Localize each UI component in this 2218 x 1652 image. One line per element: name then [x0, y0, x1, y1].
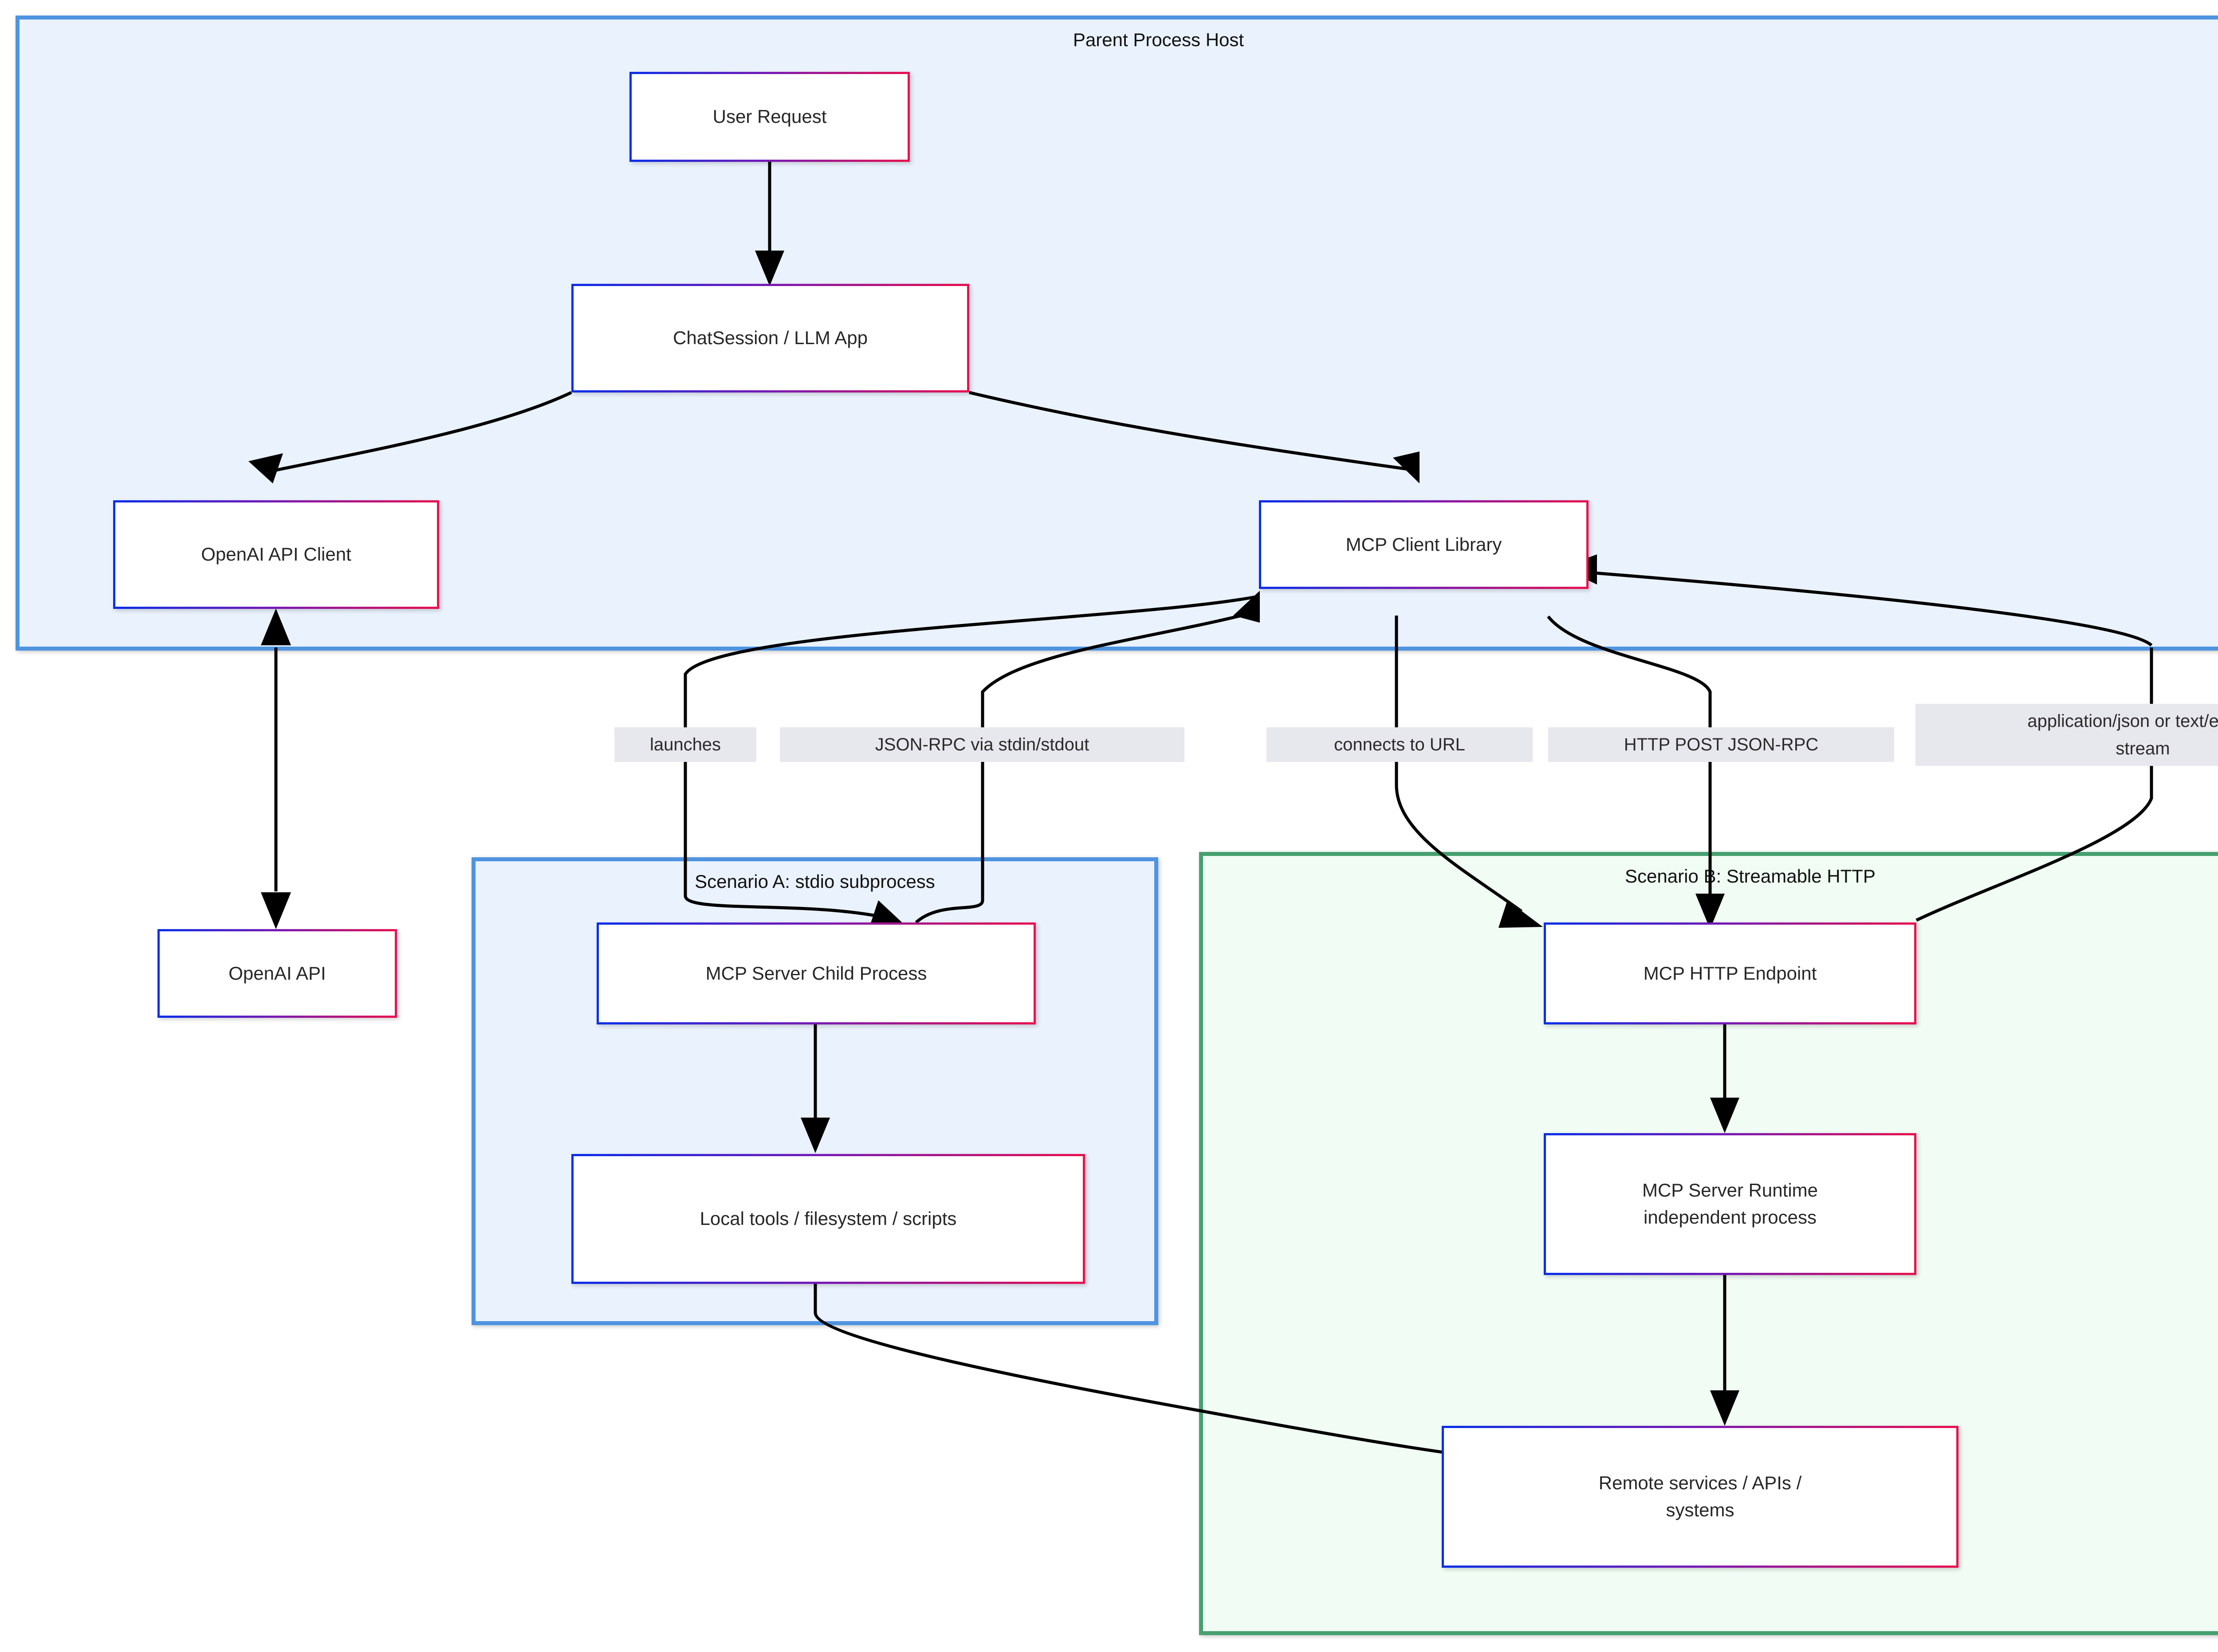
node-label-openai-api-client: OpenAI API Client: [201, 544, 351, 565]
node-label-local-tools: Local tools / filesystem / scripts: [700, 1208, 957, 1229]
node-local-tools[interactable]: Local tools / filesystem / scripts: [571, 1154, 1085, 1284]
edge-label-jsonrpc-stdio: JSON-RPC via stdin/stdout: [780, 727, 1184, 762]
node-mcp-server-runtime[interactable]: MCP Server Runtime independent process: [1544, 1133, 1916, 1275]
cluster-label-scenario-b: Scenario B: Streamable HTTP: [1625, 866, 1876, 887]
node-openai-api[interactable]: OpenAI API: [157, 929, 397, 1018]
node-mcp-http-endpoint[interactable]: MCP HTTP Endpoint: [1544, 922, 1916, 1024]
node-label-mcp-client-library: MCP Client Library: [1345, 534, 1502, 555]
node-chat-session[interactable]: ChatSession / LLM App: [571, 284, 969, 392]
cluster-label-scenario-a: Scenario A: stdio subprocess: [695, 871, 935, 892]
node-label-mcp-http-endpoint: MCP HTTP Endpoint: [1643, 962, 1817, 984]
node-label-openai-api: OpenAI API: [228, 962, 326, 984]
edge-label-http-post-jsonrpc: HTTP POST JSON-RPC: [1548, 727, 1894, 762]
edge-label-connects-to-url: connects to URL: [1266, 727, 1533, 762]
node-label-remote-services: Remote services / APIs / systems: [1598, 1472, 1802, 1520]
node-openai-api-client[interactable]: OpenAI API Client: [113, 500, 439, 609]
node-label-mcp-server-child-process: MCP Server Child Process: [705, 962, 927, 984]
node-label-chat-session: ChatSession / LLM App: [673, 327, 868, 349]
node-label-mcp-server-runtime: MCP Server Runtime independent process: [1642, 1180, 1818, 1228]
node-remote-services[interactable]: Remote services / APIs / systems: [1442, 1426, 1958, 1568]
cluster-label-parent-process-host: Parent Process Host: [1073, 29, 1244, 50]
node-mcp-client-library[interactable]: MCP Client Library: [1259, 500, 1589, 589]
edge-label-content-types: application/json or text/event- stream: [1915, 704, 2218, 766]
node-mcp-server-child-process[interactable]: MCP Server Child Process: [597, 922, 1036, 1024]
edge-label-launches: launches: [614, 727, 756, 762]
edge-openai-client-to-openai-api: [261, 608, 291, 929]
node-label-user-request: User Request: [712, 106, 827, 127]
node-user-request[interactable]: User Request: [629, 72, 910, 162]
